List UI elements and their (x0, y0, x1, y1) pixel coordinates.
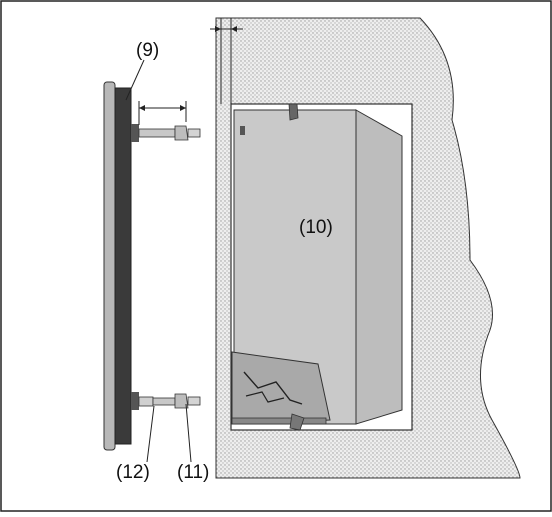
leader-spacer (146, 405, 155, 463)
frame-body (114, 87, 132, 445)
gap-dimension-top (210, 18, 243, 104)
label-spacer: (12) (116, 462, 150, 483)
frame-lug-bottom (131, 392, 139, 410)
housing (231, 103, 403, 431)
spacer (138, 396, 154, 407)
housing-clip-top (288, 103, 299, 121)
mechanism-spring (243, 371, 303, 405)
mechanism-tab (289, 413, 305, 431)
screw-assembly-bottom (138, 393, 201, 463)
frame-lug-top (131, 124, 139, 142)
housing-clip-small (240, 126, 245, 135)
label-housing: (10) (299, 217, 333, 238)
leader-frame (125, 59, 145, 101)
housing-side (355, 109, 403, 425)
frame-outer (103, 81, 116, 451)
screw (187, 396, 201, 406)
leader-screw (185, 403, 192, 463)
cover-frame (103, 81, 139, 451)
label-frame: (9) (136, 40, 159, 61)
mechanism-rail (231, 417, 327, 425)
mechanism-lever (245, 391, 285, 403)
label-screw: (11) (177, 462, 209, 483)
screw-assembly-top (138, 101, 201, 141)
